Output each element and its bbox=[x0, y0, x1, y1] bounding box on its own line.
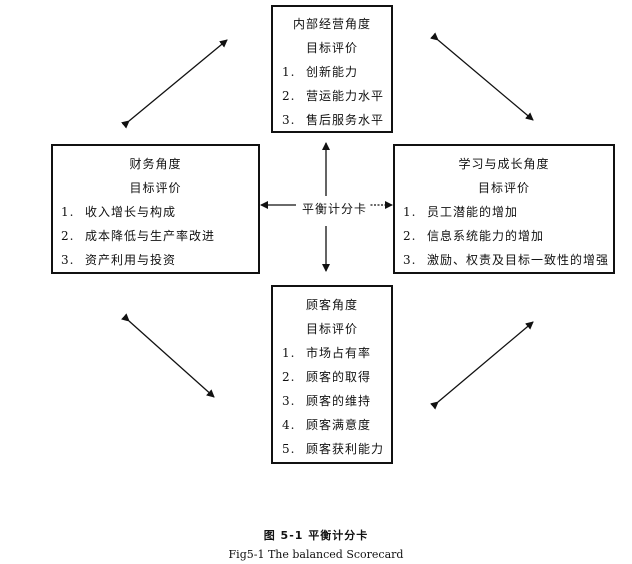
learning-perspective-title: 学习与成长角度 bbox=[458, 157, 550, 171]
balanced-scorecard-label: 平衡计分卡 bbox=[300, 200, 370, 217]
finance-perspective-box: 财务角度 目标评价 1.收入增长与构成 2.成本降低与生产率改进 3.资产利用与… bbox=[51, 144, 260, 274]
list-item: 2.营运能力水平 bbox=[282, 89, 385, 103]
finance-perspective-subtitle: 目标评价 bbox=[129, 181, 182, 195]
customer-perspective-box: 顾客角度 目标评价 1.市场占有率 2.顾客的取得 3.顾客的维持 4.顾客满意… bbox=[271, 285, 393, 464]
customer-perspective-title: 顾客角度 bbox=[305, 298, 358, 312]
list-item: 1.市场占有率 bbox=[282, 346, 372, 360]
arrow-customer-learning bbox=[430, 321, 534, 410]
list-item: 1.创新能力 bbox=[282, 65, 359, 79]
customer-perspective-subtitle: 目标评价 bbox=[305, 322, 358, 336]
internal-perspective-box: 内部经营角度 目标评价 1.创新能力 2.营运能力水平 3.售后服务水平 bbox=[271, 5, 393, 133]
arrow-finance-customer bbox=[121, 313, 215, 398]
internal-perspective-subtitle: 目标评价 bbox=[305, 41, 358, 55]
list-item: 2.成本降低与生产率改进 bbox=[61, 229, 216, 243]
list-item: 2.信息系统能力的增加 bbox=[403, 229, 545, 243]
list-item: 2.顾客的取得 bbox=[282, 370, 372, 384]
list-item: 1.收入增长与构成 bbox=[61, 205, 177, 219]
figure-caption-chinese: 图 5-1 平衡计分卡 bbox=[263, 529, 369, 542]
list-item: 4.顾客满意度 bbox=[282, 418, 372, 432]
list-item: 1.员工潜能的增加 bbox=[403, 205, 519, 219]
list-item: 3.售后服务水平 bbox=[282, 113, 385, 127]
learning-perspective-box: 学习与成长角度 目标评价 1.员工潜能的增加 2.信息系统能力的增加 3.激励、… bbox=[393, 144, 615, 274]
list-item: 3.顾客的维持 bbox=[282, 394, 372, 408]
list-item: 5.顾客获利能力 bbox=[282, 442, 385, 456]
figure-caption-english: Fig5-1 The balanced Scorecard bbox=[228, 548, 404, 561]
internal-perspective-title: 内部经营角度 bbox=[292, 17, 371, 31]
list-item: 3.激励、权责及目标一致性的增强 bbox=[403, 253, 610, 267]
learning-perspective-subtitle: 目标评价 bbox=[477, 181, 530, 195]
list-item: 3.资产利用与投资 bbox=[61, 253, 177, 267]
arrow-finance-internal bbox=[121, 39, 228, 129]
finance-perspective-title: 财务角度 bbox=[129, 157, 182, 171]
arrow-internal-learning bbox=[430, 32, 534, 121]
